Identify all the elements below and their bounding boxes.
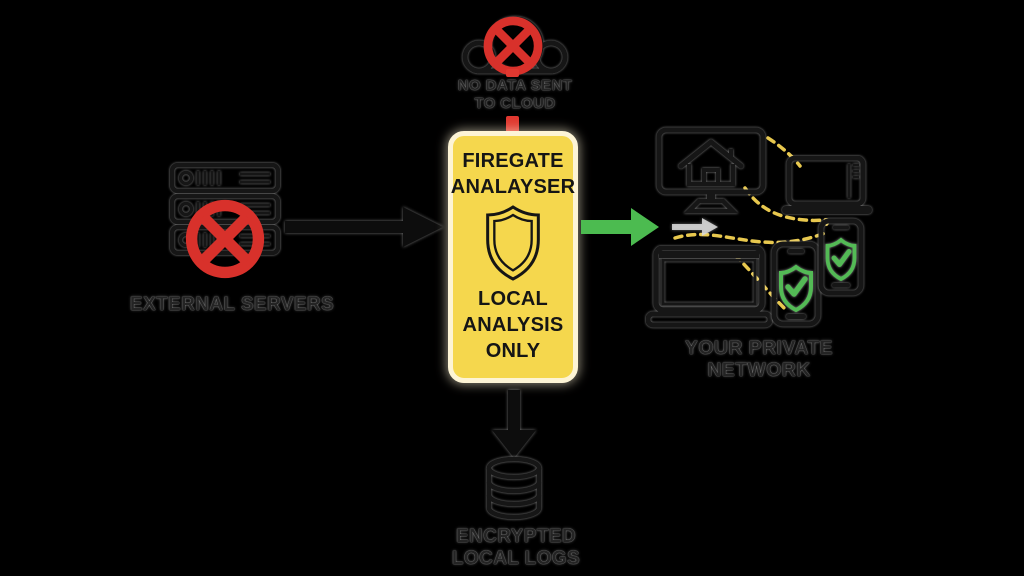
arrow-external-to-analyser	[285, 207, 443, 247]
analyser-body: LOCAL ANALYSIS ONLY	[463, 286, 564, 364]
phone-shield-icon	[771, 241, 821, 327]
arrow-analyser-to-network	[581, 208, 659, 246]
no-data-label-line2: TO CLOUD	[474, 95, 556, 112]
encrypted-logs-line2: LOCAL LOGS	[451, 548, 581, 569]
your-private-network-label: YOUR PRIVATE NETWORK	[684, 337, 834, 381]
blocked-prohibition-icon	[185, 199, 265, 279]
laptop-front-icon	[646, 246, 772, 328]
analyser-title-line1: FIREGATE	[462, 150, 564, 172]
database-icon	[486, 456, 542, 520]
analyser-title: FIREGATE ANALAYSER	[451, 148, 575, 200]
analyser-title-line2: ANALAYSER	[450, 176, 576, 198]
shield-icon	[486, 205, 540, 281]
desktop-home-icon	[656, 127, 766, 214]
gray-arrow-icon	[672, 218, 718, 236]
analyser-body-line1: LOCAL	[478, 288, 548, 310]
laptop-icon	[782, 156, 872, 214]
analyser-body-line2: ANALYSIS	[462, 314, 564, 336]
phone-shield-small-icon	[818, 218, 864, 296]
red-dashed-connector-bottom	[506, 116, 519, 134]
external-servers-label: EXTERNAL SERVERS	[129, 294, 335, 315]
encrypted-logs-line1: ENCRYPTED	[455, 526, 577, 547]
arrow-analyser-to-logs	[492, 390, 536, 458]
no-data-label: NO DATA SENT TO CLOUD	[430, 77, 600, 113]
analyser-box: FIREGATE ANALAYSER LOCAL ANALYSIS ONLY	[448, 131, 578, 383]
encrypted-logs-label: ENCRYPTED LOCAL LOGS	[428, 526, 604, 570]
no-data-label-line1: NO DATA SENT	[457, 77, 573, 94]
red-dashed-connector-top	[506, 69, 519, 77]
analyser-body-line3: ONLY	[485, 340, 541, 362]
